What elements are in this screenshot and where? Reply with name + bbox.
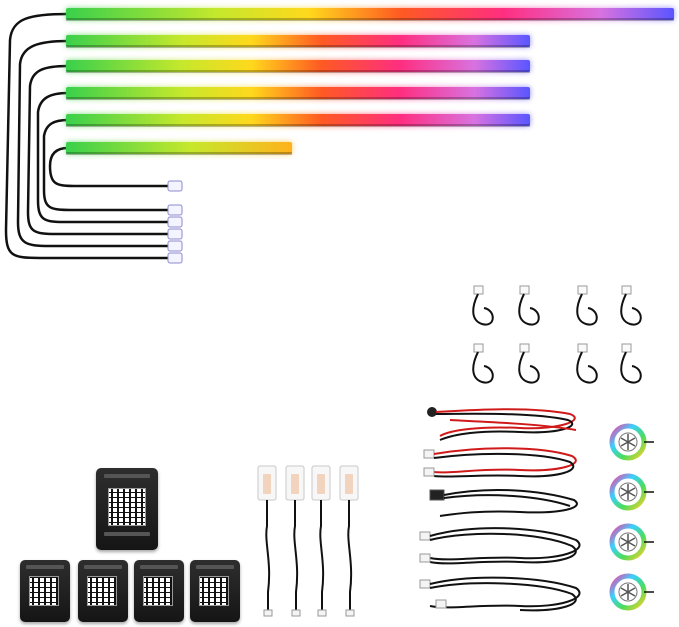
connector-2: [167, 240, 183, 252]
strip-connectors: [167, 180, 183, 264]
cable-b3: [576, 343, 598, 384]
strips: [66, 8, 674, 155]
connector-6: [167, 180, 183, 192]
harness-2: [423, 447, 577, 478]
cable-b1: [472, 343, 494, 384]
cable-4: [36, 91, 170, 224]
led-tab-4: [339, 465, 359, 617]
control-module-4: [190, 560, 240, 622]
cable-5: [42, 118, 170, 212]
wire-harnesses: [419, 407, 581, 612]
control-module-2: [78, 560, 128, 622]
module-label: [26, 565, 64, 569]
harness-5: [419, 576, 581, 612]
qr-code: [87, 576, 117, 606]
connector-4: [167, 216, 183, 228]
cable-2: [16, 39, 170, 248]
led-tabs: [257, 465, 359, 617]
module-label: [84, 565, 122, 569]
strip-5: [66, 114, 530, 127]
main-control-module: [96, 468, 158, 550]
cable-6: [48, 146, 170, 188]
ring-2: [609, 473, 654, 511]
ring-1: [609, 423, 654, 461]
ring-4: [609, 573, 654, 611]
led-strip-kit: [4, 8, 674, 264]
strip-2: [66, 35, 530, 48]
harness-1: [427, 407, 577, 441]
strip-6: [66, 142, 292, 155]
cable-a4: [620, 285, 642, 326]
strip-1: [66, 8, 674, 21]
cable-3: [26, 64, 170, 236]
led-tab-3: [311, 465, 331, 617]
strip-cables: [4, 12, 170, 260]
led-tab-2: [285, 465, 305, 617]
connector-5: [167, 204, 183, 216]
control-module-1: [20, 560, 70, 622]
led-tab-1: [257, 465, 277, 617]
control-module-3: [134, 560, 184, 622]
ring-3: [609, 523, 654, 561]
module-label: [104, 474, 150, 478]
qr-code: [143, 576, 173, 606]
strip-3: [66, 60, 530, 73]
module-label: [196, 565, 234, 569]
module-label: [104, 532, 150, 536]
strip-4: [66, 87, 530, 100]
cable-1: [4, 12, 170, 260]
harness-3: [429, 489, 578, 517]
small-connector-cables: [472, 285, 642, 384]
cable-a3: [576, 285, 598, 326]
cable-a2: [518, 285, 540, 326]
cable-b4: [620, 343, 642, 384]
harness-4: [419, 527, 581, 565]
module-label: [140, 565, 178, 569]
qr-code: [199, 576, 229, 606]
qr-code: [29, 576, 59, 606]
rgb-rings: [609, 423, 654, 611]
cable-b2: [518, 343, 540, 384]
qr-code: [108, 488, 146, 526]
cable-a1: [472, 285, 494, 326]
connector-1: [167, 252, 183, 264]
connector-3: [167, 228, 183, 240]
